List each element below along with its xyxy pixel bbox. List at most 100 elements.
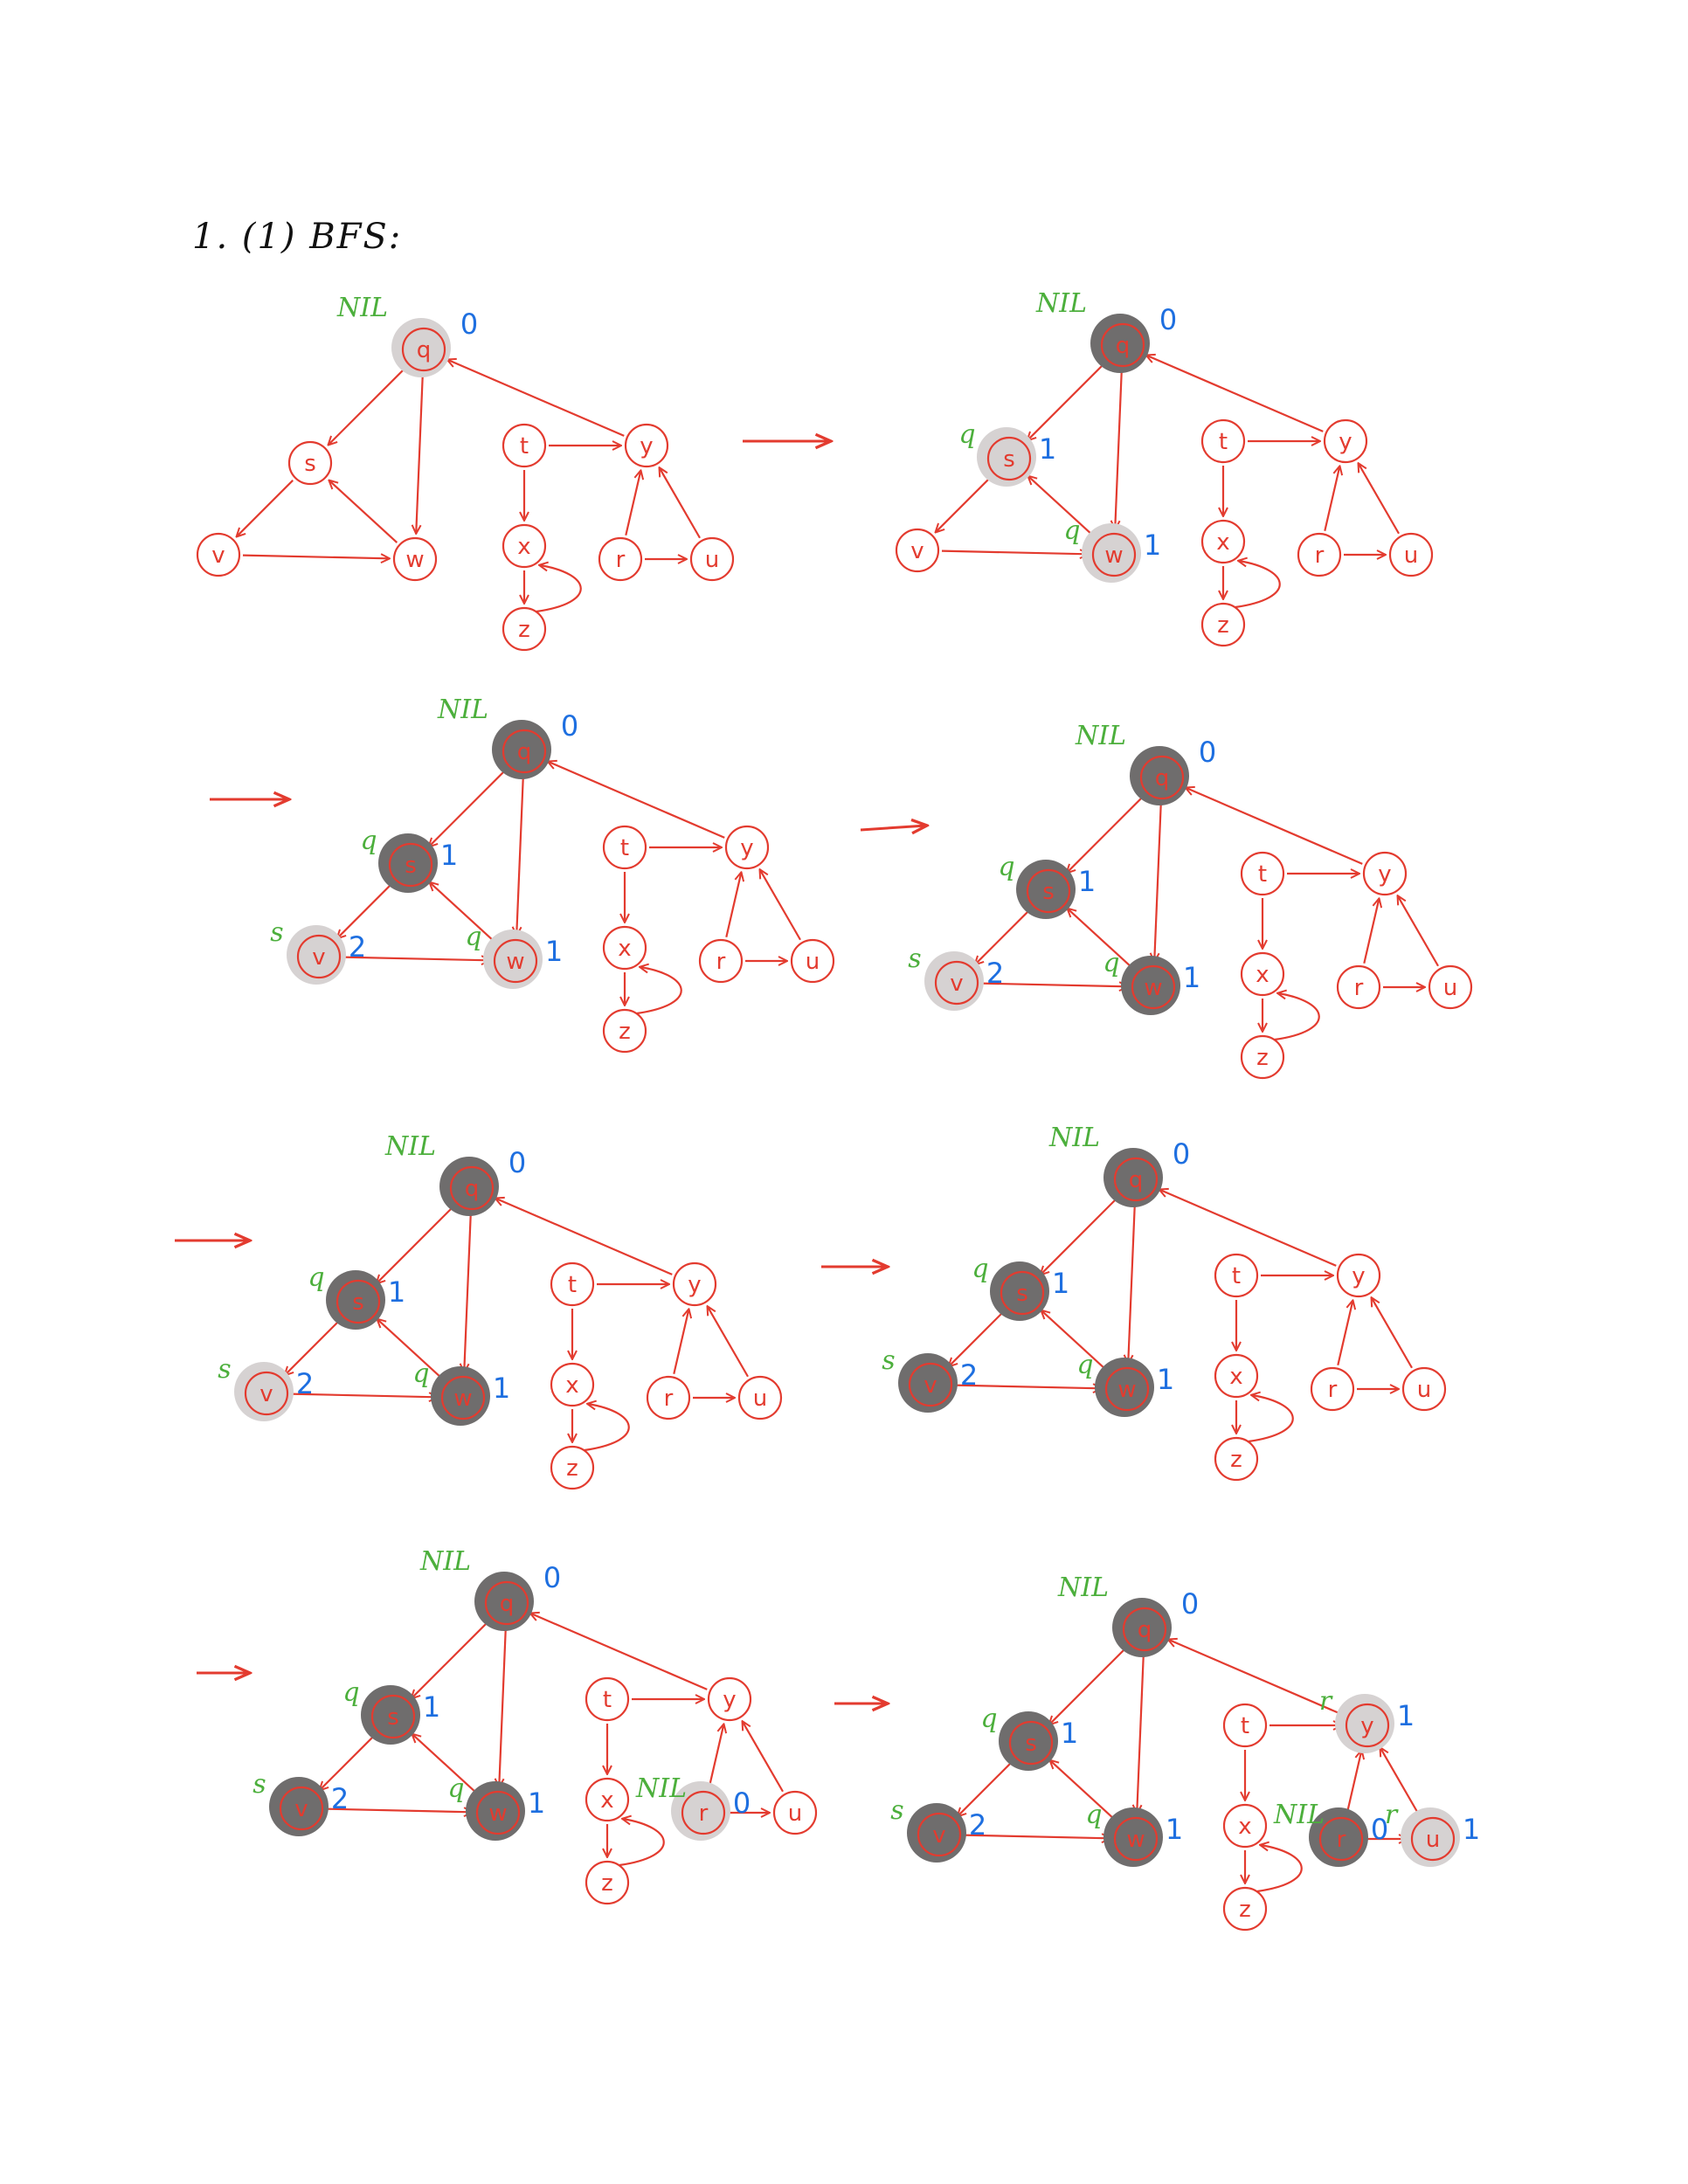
predecessor-label: q [980,1704,997,1734]
predecessor-label: NIL [1048,1123,1100,1153]
node-circle [1113,1816,1159,1862]
node-circle [646,1375,691,1420]
node-z: z [585,1860,630,1905]
node-t: t [1200,418,1246,464]
predecessor-label: NIL [336,293,388,323]
node-circle [550,1445,595,1490]
predecessor-label: q [1063,515,1080,546]
node-r: r [646,1375,691,1420]
node-circle [1214,1436,1259,1482]
node-circle [1122,1607,1167,1652]
node-circle [602,825,647,870]
node-x: x [1222,1803,1268,1849]
predecessor-label: q [998,852,1014,882]
edge-y-q [448,360,625,437]
edge-v-w [325,1809,472,1813]
node-label: y [1378,861,1391,888]
node-label: r [616,547,626,573]
node-label: s [1003,446,1015,473]
node-label: s [1025,1731,1037,1757]
node-circle [196,532,241,577]
node-label: t [603,1687,612,1713]
node-t: t [602,825,647,870]
predecessor-label: q [972,1254,988,1284]
node-z: z [550,1445,595,1490]
node-circle [1000,1270,1045,1316]
node-circle [585,1860,630,1905]
node-u: u [737,1375,783,1420]
node-circle [287,440,333,486]
node-x: x [1200,519,1246,564]
node-z: z [1200,602,1246,647]
edge-w-s [377,1319,446,1382]
node-circle [724,825,770,870]
node-circle [296,934,342,979]
edge-w-s [1028,476,1097,539]
edge-y-q [496,1199,673,1275]
predecessor-label: q [1085,1800,1102,1830]
node-t: t [585,1676,630,1722]
node-label: t [1232,1263,1241,1289]
node-label: s [304,451,316,477]
node-circle [1026,868,1071,914]
node-circle [1222,1703,1268,1748]
node-label: u [753,1386,767,1412]
node-label: w [405,547,424,573]
node-label: t [1241,1713,1249,1739]
node-label: r [699,1800,709,1827]
node-label: u [705,547,719,573]
node-label: s [1016,1281,1028,1307]
distance-label: 2 [986,957,1004,990]
node-circle [1297,532,1342,577]
node-circle [370,1694,416,1739]
distance-label: 0 [1173,1137,1190,1171]
distance-label: 2 [349,930,366,964]
node-circle [1240,851,1285,896]
distance-label: 0 [1371,1813,1388,1846]
node-circle [1200,418,1246,464]
edge-z-x [1274,993,1320,1041]
edge-s-v [237,480,294,536]
edge-y-q [1186,788,1363,865]
node-circle [707,1676,752,1722]
distance-label: 0 [543,1561,561,1594]
node-circle [279,1786,324,1831]
edge-s-v [285,1318,342,1375]
predecessor-label: s [253,1769,266,1800]
node-r: r [598,536,643,582]
node-label: y [1339,429,1352,455]
edge-r-y [625,471,640,536]
node-circle [475,1790,521,1835]
edge-w-s [329,480,398,543]
node-circle [449,1165,495,1211]
node-r: r [1297,532,1342,577]
step-transition-arrow [860,826,926,830]
predecessor-label: q [308,1262,324,1293]
node-label: z [566,1455,578,1482]
node-t: t [502,423,547,468]
node-circle [401,327,446,372]
predecessor-label: q [447,1773,464,1804]
predecessor-label: s [882,1345,895,1376]
node-label: v [950,971,963,997]
node-x: x [550,1362,595,1407]
node-circle [502,523,547,569]
node-u: u [689,536,735,582]
node-circle [895,528,940,573]
node-label: z [619,1019,631,1045]
node-x: x [585,1777,630,1822]
node-label: r [1315,543,1325,569]
